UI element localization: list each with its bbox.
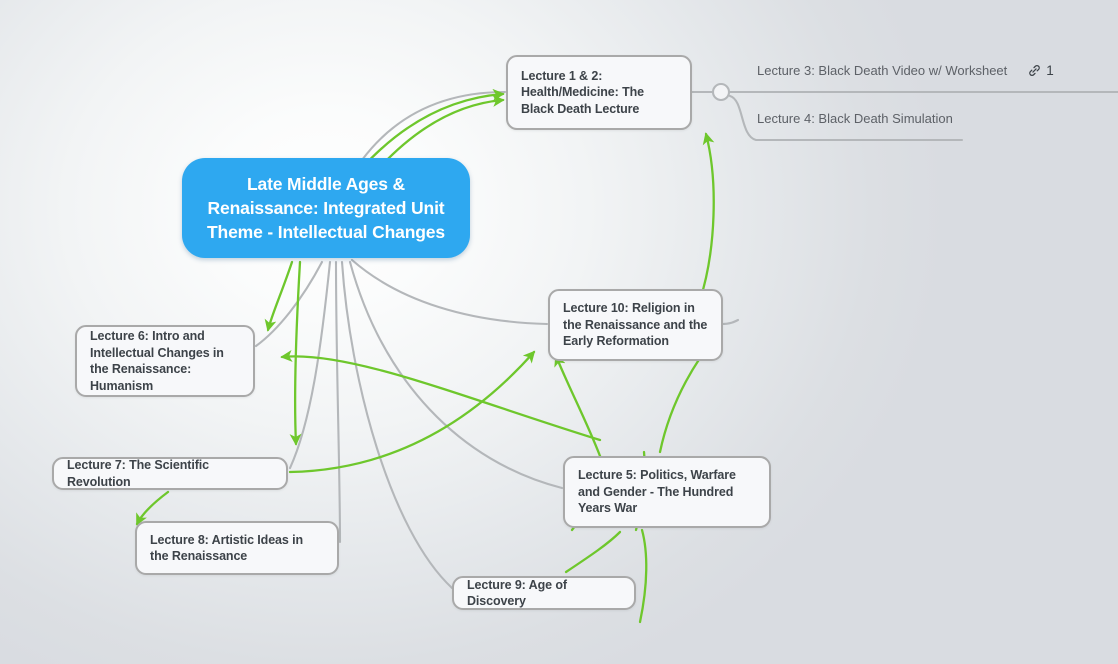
node-lecture-9[interactable]: Lecture 9: Age of Discovery (452, 576, 636, 610)
node-lecture-10[interactable]: Lecture 10: Religion in the Renaissance … (548, 289, 723, 361)
collapse-handle[interactable] (711, 82, 731, 102)
link-count: 1 (1046, 63, 1054, 78)
node-lecture-1-2[interactable]: Lecture 1 & 2: Health/Medicine: The Blac… (506, 55, 692, 130)
node-label: Lecture 10: Religion in the Renaissance … (563, 301, 708, 349)
subnode-lecture-3[interactable]: Lecture 3: Black Death Video w/ Workshee… (757, 62, 1054, 79)
node-lecture-8[interactable]: Lecture 8: Artistic Ideas in the Renaiss… (135, 521, 339, 575)
hub-node[interactable]: Late Middle Ages & Renaissance: Integrat… (182, 158, 470, 258)
hub-label: Late Middle Ages & Renaissance: Integrat… (207, 174, 445, 242)
node-label: Lecture 5: Politics, Warfare and Gender … (578, 468, 736, 516)
node-label: Lecture 8: Artistic Ideas in the Renaiss… (150, 532, 304, 564)
node-label: Lecture 9: Age of Discovery (467, 577, 567, 609)
subnode-label: Lecture 4: Black Death Simulation (757, 111, 953, 126)
node-label: Lecture 1 & 2: Health/Medicine: The Blac… (521, 68, 645, 116)
link-count-badge[interactable]: 1 (1027, 62, 1054, 79)
subnode-label: Lecture 3: Black Death Video w/ Workshee… (757, 63, 1008, 78)
node-lecture-5[interactable]: Lecture 5: Politics, Warfare and Gender … (563, 456, 771, 528)
subnode-lecture-4[interactable]: Lecture 4: Black Death Simulation (757, 110, 953, 127)
node-label: Lecture 6: Intro and Intellectual Change… (90, 329, 224, 393)
node-label: Lecture 7: The Scientific Revolution (67, 458, 209, 489)
node-lecture-7[interactable]: Lecture 7: The Scientific Revolution (52, 457, 288, 490)
chain-link-icon (1029, 65, 1041, 76)
node-lecture-6[interactable]: Lecture 6: Intro and Intellectual Change… (75, 325, 255, 397)
